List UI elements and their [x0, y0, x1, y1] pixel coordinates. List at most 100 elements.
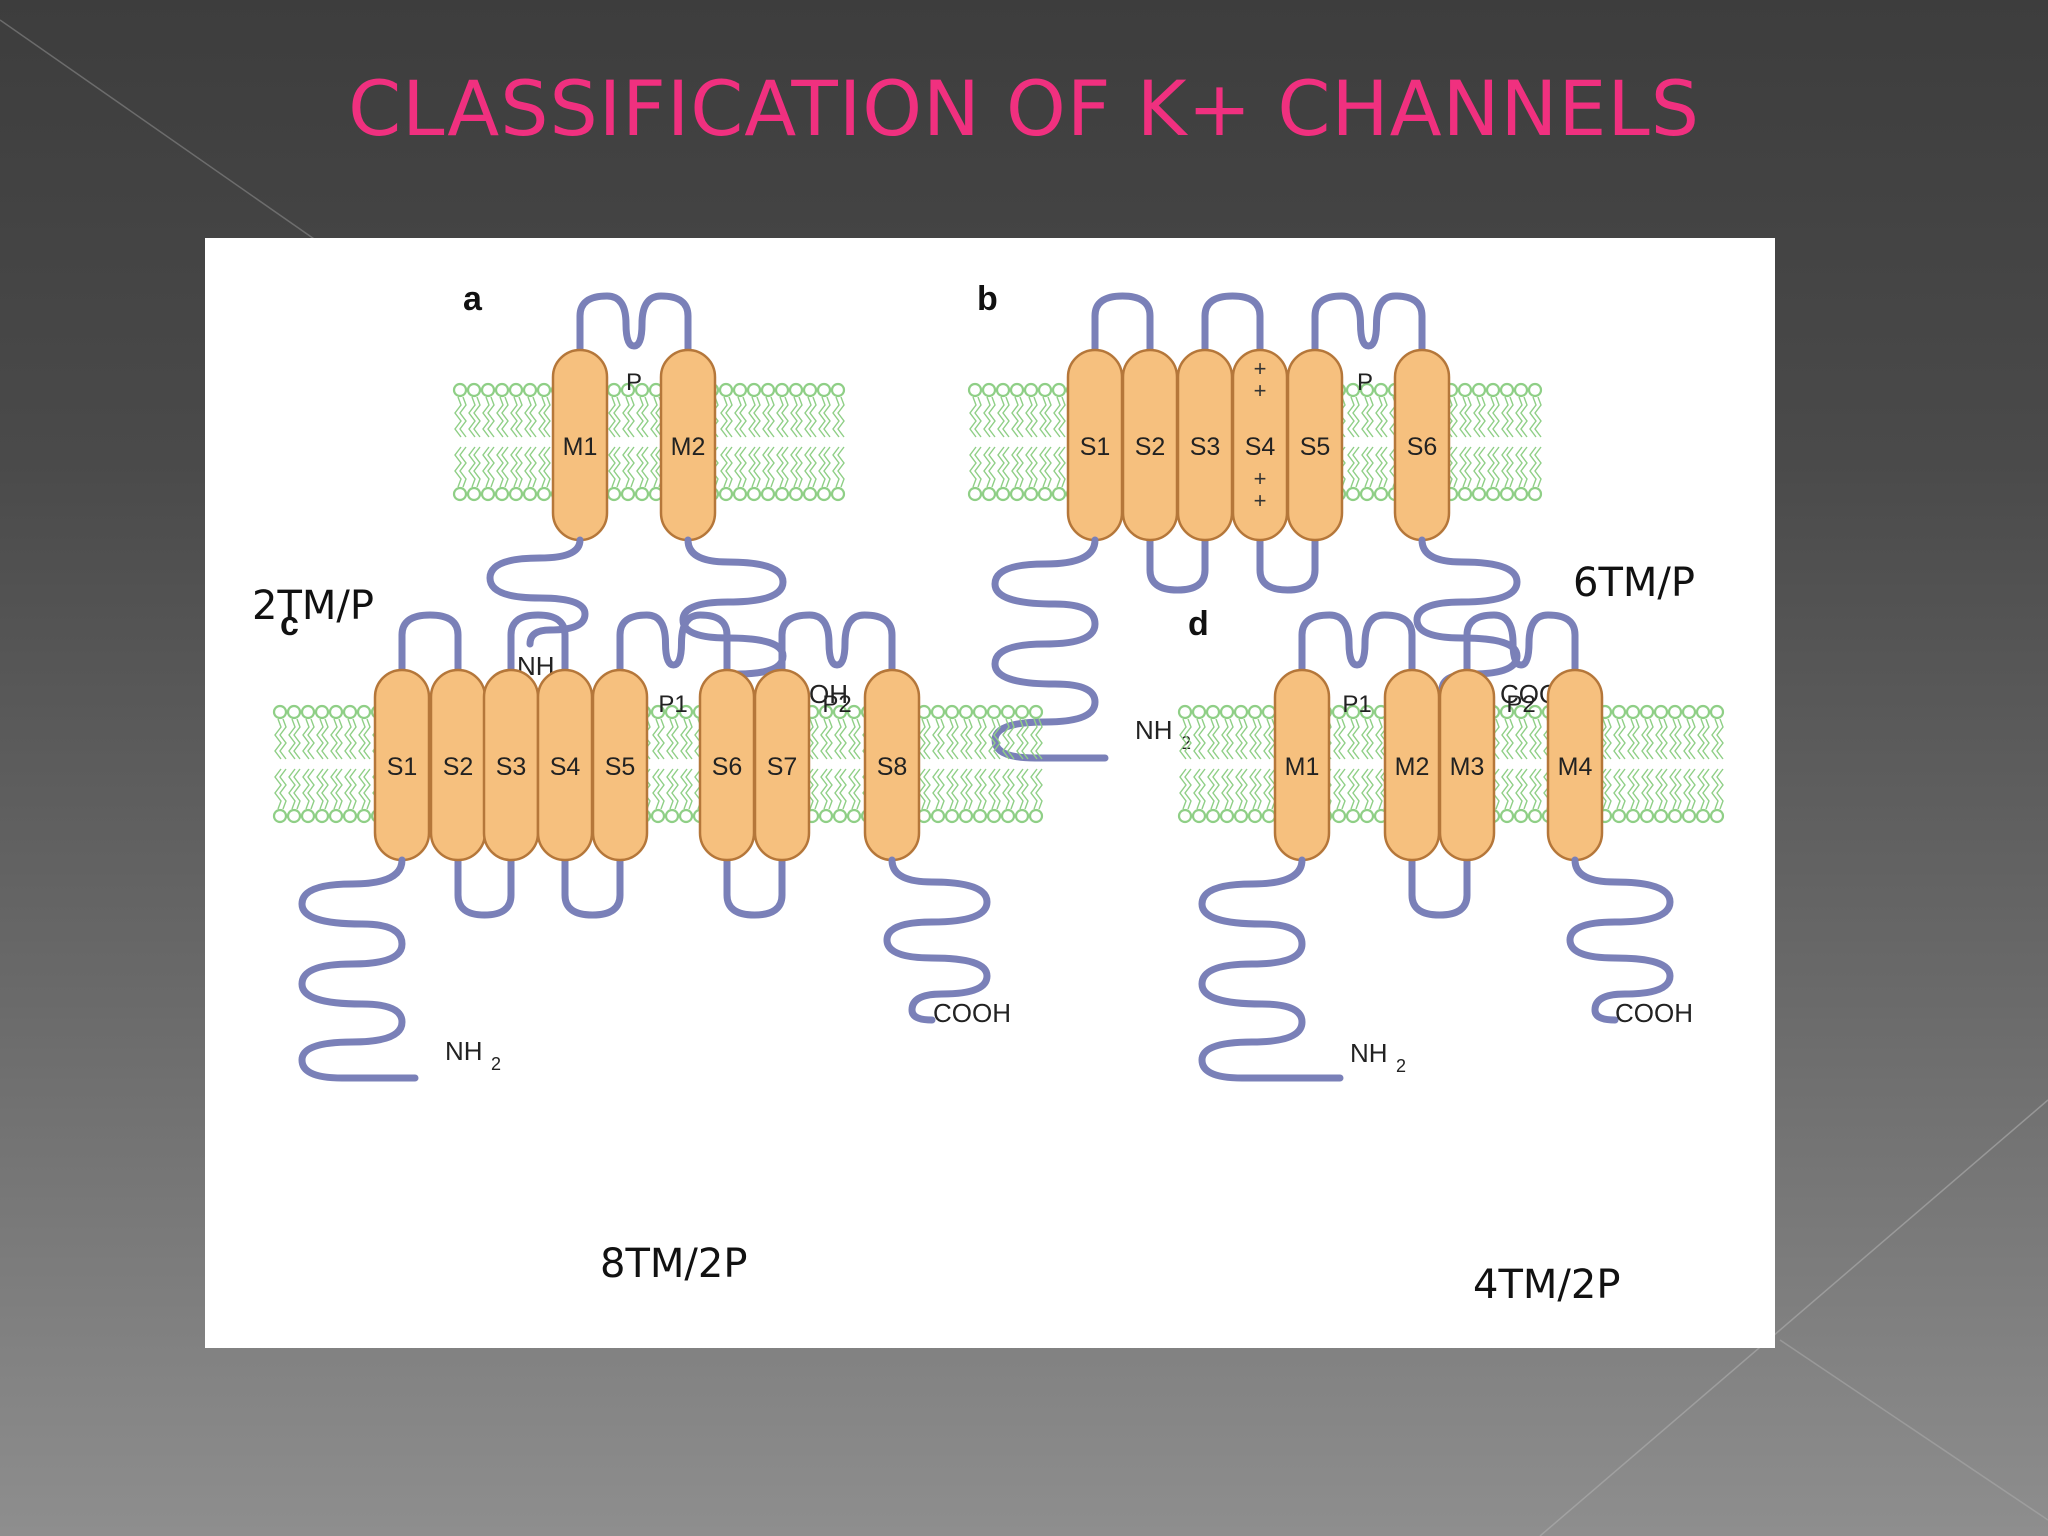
- lipid-tail: [1711, 718, 1719, 760]
- lipid-tail: [1534, 768, 1542, 810]
- lipid-tail: [1352, 446, 1360, 488]
- lipid-tail: [671, 768, 679, 810]
- pore-loop: [616, 611, 731, 674]
- lipid-head: [634, 382, 650, 398]
- lipid-tail: [809, 446, 817, 488]
- lipid-tail: [335, 718, 343, 760]
- lipid-tail: [1613, 768, 1621, 810]
- lipid-tail: [622, 446, 630, 488]
- lipid-tail: [1478, 396, 1486, 438]
- lipid-tail: [1058, 446, 1066, 488]
- lipid-head: [314, 704, 330, 720]
- lipid-tail: [1473, 396, 1481, 438]
- lipid-tail: [1613, 718, 1621, 760]
- lipid-head: [522, 382, 538, 398]
- lipid-head: [1499, 704, 1515, 720]
- pore-label-p-b: P: [1357, 369, 1373, 396]
- lipid-tail: [1184, 718, 1192, 760]
- lipid-head: [620, 486, 636, 502]
- lipid-tail: [1702, 718, 1710, 760]
- lipid-head: [1247, 808, 1263, 824]
- lipid-tail: [1464, 446, 1472, 488]
- lipid-head: [1653, 808, 1669, 824]
- lipid-head: [1709, 808, 1725, 824]
- lipid-tail: [482, 446, 490, 488]
- lipid-tail: [1702, 768, 1710, 810]
- lipid-tail: [1030, 718, 1038, 760]
- lipid-tail: [1361, 718, 1369, 760]
- lipid-head: [1345, 704, 1361, 720]
- lipid-tail: [1347, 446, 1355, 488]
- helix-s5-b: [1286, 348, 1344, 542]
- lipid-head: [1527, 486, 1543, 502]
- lipid-head: [494, 382, 510, 398]
- lipid-tail: [1011, 396, 1019, 438]
- lipid-tail: [739, 396, 747, 438]
- lipid-tail: [482, 396, 490, 438]
- lipid-head: [1485, 382, 1501, 398]
- lipid-head: [1359, 704, 1375, 720]
- lipid-head: [1009, 486, 1025, 502]
- lipid-tail: [1016, 396, 1024, 438]
- lipid-tail: [543, 446, 551, 488]
- lipid-tail: [1492, 446, 1500, 488]
- lipid-tail: [652, 768, 660, 810]
- lipid-tail: [1025, 396, 1033, 438]
- helix-s7-c-label: S7: [767, 753, 798, 781]
- lipid-head: [1331, 808, 1347, 824]
- lipid-head: [1331, 704, 1347, 720]
- lipid-tail: [538, 396, 546, 438]
- lipid-tail: [363, 718, 371, 760]
- lipid-head: [774, 382, 790, 398]
- lipid-tail: [1179, 768, 1187, 810]
- lipid-tail: [1366, 396, 1374, 438]
- lipid-tail: [316, 768, 324, 810]
- lipid-tail: [839, 718, 847, 760]
- lipid-tail: [853, 768, 861, 810]
- lipid-head: [1471, 486, 1487, 502]
- lipid-tail: [1053, 396, 1061, 438]
- lipid-tail: [1534, 446, 1542, 488]
- lipid-tail: [1263, 718, 1271, 760]
- lipid-tail: [753, 446, 761, 488]
- helix-s2-c-label: S2: [443, 753, 474, 781]
- lipid-tail: [608, 446, 616, 488]
- type-label-4tm-2p: 4TM/2P: [1473, 1262, 1621, 1308]
- lipid-tail: [1604, 718, 1612, 760]
- lipid-head: [1611, 704, 1627, 720]
- lipid-tail: [1501, 718, 1509, 760]
- lipid-tail: [636, 396, 644, 438]
- lipid-tail: [454, 446, 462, 488]
- lipid-tail: [1375, 718, 1383, 760]
- lipid-head: [1653, 704, 1669, 720]
- intracellular-loop: [561, 856, 624, 919]
- lipid-tail: [825, 718, 833, 760]
- lipid-head: [816, 486, 832, 502]
- lipid-tail: [837, 446, 845, 488]
- lipid-head: [1177, 704, 1193, 720]
- lipid-tail: [820, 718, 828, 760]
- lipid-tail: [501, 396, 509, 438]
- lipid-tail: [1025, 446, 1033, 488]
- lipid-tail: [1221, 768, 1229, 810]
- lipid-head: [1527, 808, 1543, 824]
- lipid-tail: [1520, 396, 1528, 438]
- lipid-tail: [1501, 446, 1509, 488]
- lipid-head: [1527, 704, 1543, 720]
- lipid-tail: [762, 396, 770, 438]
- lipid-tail: [358, 718, 366, 760]
- lipid-tail: [795, 446, 803, 488]
- lipid-tail: [1674, 768, 1682, 810]
- lipid-tail: [473, 396, 481, 438]
- lipid-head: [650, 704, 666, 720]
- lipid-head: [1499, 486, 1515, 502]
- lipid-tail: [293, 718, 301, 760]
- lipid-tail: [1529, 446, 1537, 488]
- lipid-tail: [1007, 768, 1015, 810]
- lipid-tail: [1380, 446, 1388, 488]
- lipid-tail: [974, 446, 982, 488]
- lipid-head: [1471, 382, 1487, 398]
- lipid-tail: [811, 768, 819, 810]
- lipid-tail: [468, 446, 476, 488]
- lipid-tail: [748, 396, 756, 438]
